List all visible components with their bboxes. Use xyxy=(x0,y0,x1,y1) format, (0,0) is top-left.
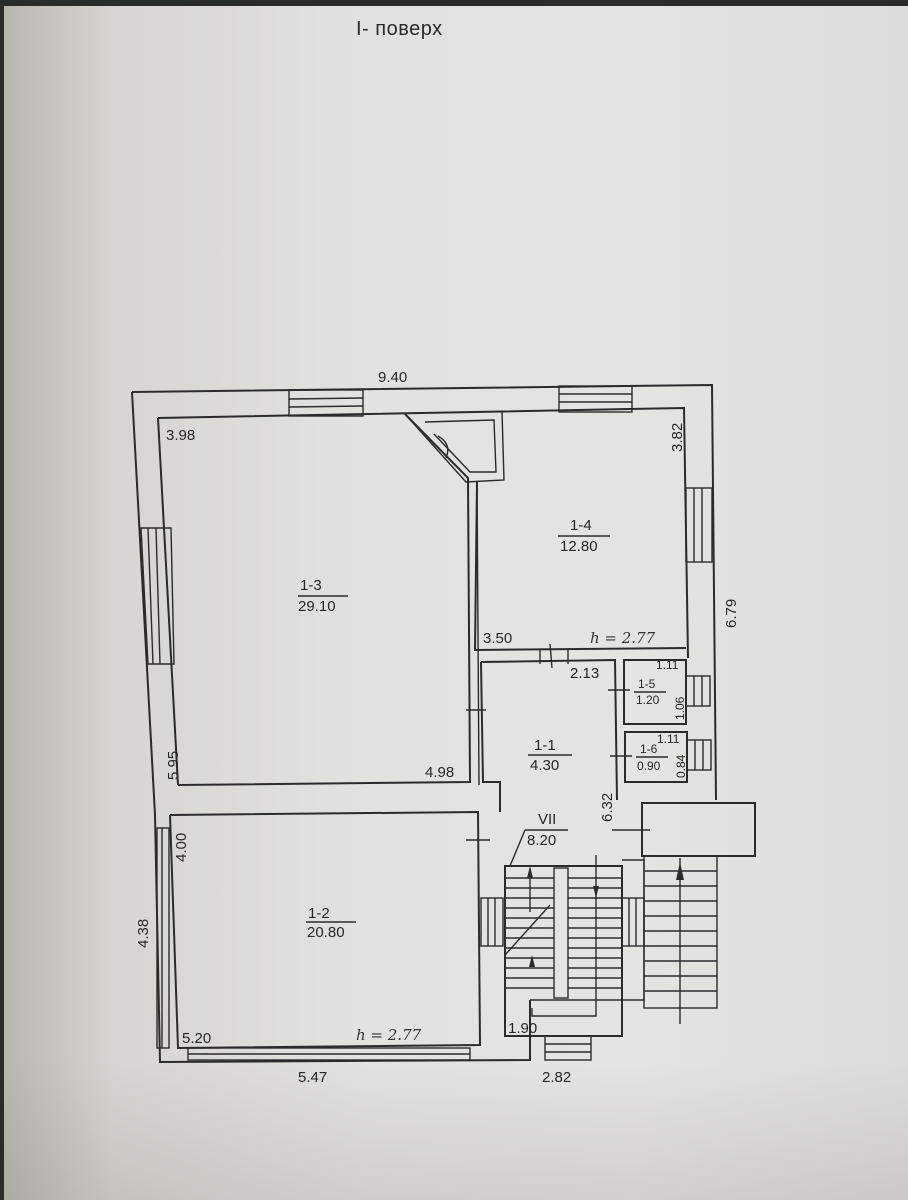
window-left-upper xyxy=(140,527,175,665)
staircase-vii: VII 8.20 xyxy=(480,811,650,1061)
ceiling-height-lower: h = 2.77 xyxy=(356,1026,422,1044)
window-top-left xyxy=(288,389,364,417)
dim-r12-left: 4.00 xyxy=(173,833,190,862)
room-1-1-area: 4.30 xyxy=(530,757,559,774)
room-vii-label: VII xyxy=(538,811,556,828)
room-1-6-area: 0.90 xyxy=(637,759,661,773)
dimension-labels: 9.40 3.98 5.95 4.98 3.82 3.50 6.79 2.13 … xyxy=(135,369,740,1086)
room-1-5: 1-5 1.20 xyxy=(608,659,711,725)
room-1-4-label: 1-4 xyxy=(570,517,592,534)
dim-bottom-right: 2.82 xyxy=(542,1069,571,1086)
room-1-4-area: 12.80 xyxy=(560,538,598,555)
dim-r12-bottom: 5.20 xyxy=(182,1030,211,1047)
room-1-3: 1-3 29.10 xyxy=(177,413,480,786)
room-1-6: 1-6 0.90 xyxy=(610,731,712,783)
dim-r13-top: 3.98 xyxy=(166,427,195,444)
ceiling-height-upper: h = 2.77 xyxy=(590,629,656,647)
room-1-1: 1-1 4.30 xyxy=(466,643,618,812)
dim-r14-bottom: 3.50 xyxy=(483,630,512,647)
dim-r13-bottom: 4.98 xyxy=(425,764,454,781)
dim-overall-left-lower: 4.38 xyxy=(135,919,152,948)
room-1-5-label: 1-5 xyxy=(638,677,656,691)
window-top-right xyxy=(558,385,633,413)
window-right-upper xyxy=(685,487,713,563)
room-1-1-label: 1-1 xyxy=(534,737,556,754)
room-1-2: 1-2 20.80 xyxy=(156,810,490,1061)
room-1-5-area: 1.20 xyxy=(636,693,660,707)
dim-r13-left: 5.95 xyxy=(165,751,182,780)
paper-shadow xyxy=(4,1060,908,1200)
dim-r11-right: 6.32 xyxy=(599,793,616,822)
floor-title: І- поверх xyxy=(356,18,443,40)
external-stairs xyxy=(641,802,756,1024)
paper-sheet xyxy=(4,6,908,1200)
dim-r16-top: 1.11 xyxy=(657,732,680,746)
room-1-3-label: 1-3 xyxy=(300,577,322,594)
dim-r14-right: 3.82 xyxy=(669,423,686,452)
dim-r15-right: 1.06 xyxy=(673,696,687,720)
dim-overall-top: 9.40 xyxy=(378,369,407,386)
room-1-2-area: 20.80 xyxy=(307,924,345,941)
dim-bottom-left: 5.47 xyxy=(298,1069,327,1086)
room-1-6-label: 1-6 xyxy=(640,742,658,756)
room-1-4: 1-4 12.80 xyxy=(473,481,687,652)
room-vii-area: 8.20 xyxy=(527,832,556,849)
dim-overall-right: 6.79 xyxy=(723,599,740,628)
dim-r15-top: 1.11 xyxy=(656,658,679,672)
room-1-2-label: 1-2 xyxy=(308,905,330,922)
dim-r11-top: 2.13 xyxy=(570,665,599,682)
room-1-3-area: 29.10 xyxy=(298,598,336,615)
stove-corner xyxy=(404,411,505,483)
dim-stair-bottom: 1.90 xyxy=(508,1020,537,1037)
stair-treads xyxy=(505,877,622,989)
dim-r16-right: 0.84 xyxy=(674,754,688,778)
